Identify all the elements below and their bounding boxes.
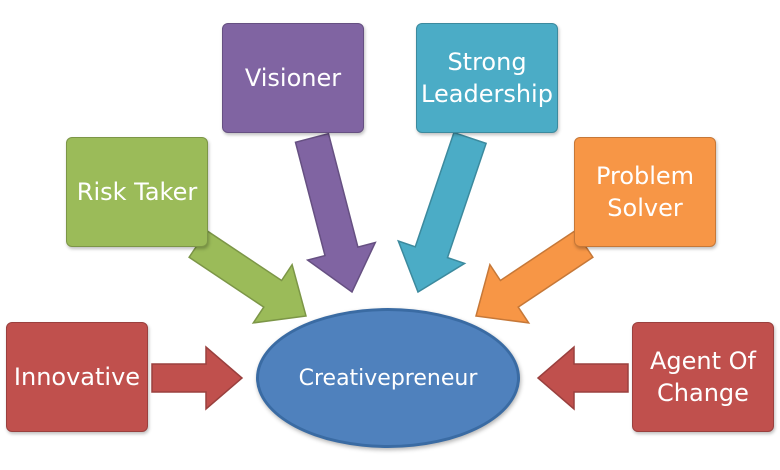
center-node-creativepreneur: Creativepreneur [256,308,520,448]
arrow-visioner [294,132,377,294]
node-problem-solver: Problem Solver [574,137,716,247]
node-innovative-label: Innovative [13,363,141,391]
arrow-risk-taker [188,229,307,324]
arrow-innovative [151,345,244,411]
center-node-label: Creativepreneur [298,365,478,391]
node-strong-leadership-line-2: Leadership [421,80,553,108]
arrow-problem-solver [475,229,594,324]
node-problem-solver-line-2: Solver [607,194,683,222]
node-strong-leadership: Strong Leadership [416,23,558,133]
arrow-agent-of-change [536,345,629,411]
node-strong-leadership-line-1: Strong [447,48,527,76]
node-visioner: Visioner [222,23,364,133]
node-risk-taker-label: Risk Taker [76,178,198,206]
node-problem-solver-line-1: Problem [595,162,695,190]
node-innovative: Innovative [6,322,148,432]
node-agent-of-change-line-2: Change [657,379,749,407]
node-agent-of-change-line-1: Agent Of [649,347,756,375]
node-agent-of-change: Agent Of Change [632,322,774,432]
arrow-strong-leadership [397,131,488,294]
node-risk-taker: Risk Taker [66,137,208,247]
node-visioner-label: Visioner [244,64,342,92]
